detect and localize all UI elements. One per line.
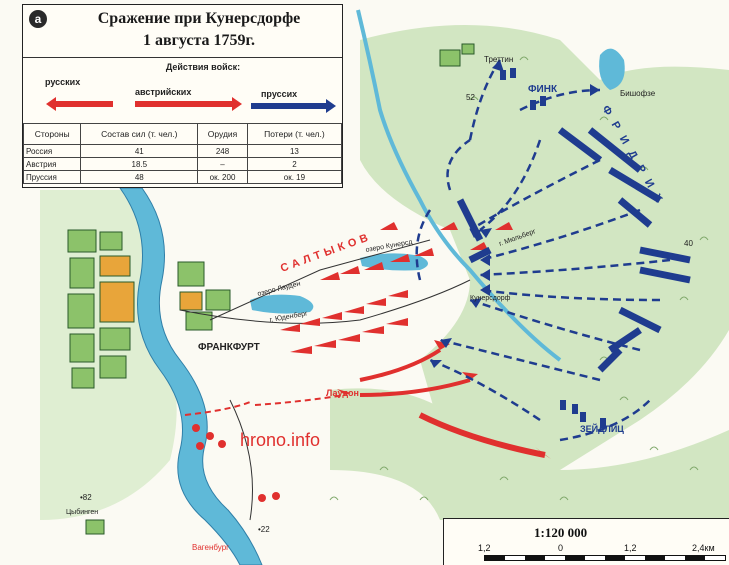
legend-panel: a Сражение при Кунерсдорфе 1 августа 175… [22,4,343,188]
label-zeydlits: ЗЕЙДЛИЦ [580,423,624,434]
frankfurt-town [67,43,475,535]
scale-tick: 1,2 [478,543,491,553]
label-vogelsang: Вагенбург [192,543,229,552]
prussian-arrows [415,59,671,442]
austrian-arrow-icon [135,97,242,111]
prussian-lines [456,127,691,373]
russian-arrows [184,348,546,458]
table-row: Россия 41 248 13 [22,144,343,158]
prussian-label: пруссих [261,89,298,99]
table-cell: ок. 200 [197,170,248,184]
watermark: hrono.info [240,430,320,450]
lake-north [599,48,625,90]
legend-actions: Действия войск: русских австрийских прус… [23,57,342,124]
label-cunow: Цыбинген [66,508,98,516]
col-header: Орудия [197,123,248,145]
label-h22: •22 [258,525,270,534]
swamp-marks [329,56,709,501]
scale-tick: 2,4км [692,543,715,553]
russian-arrow-icon [46,97,113,111]
prussian-units [500,68,606,428]
scale-tick: 1,2 [624,543,637,553]
col-header: Потери (т. чел.) [246,123,343,145]
table-cell: 13 [246,144,343,158]
table-header-row: Стороны Состав сил (т. чел.) Орудия Поте… [22,123,343,145]
scale-ratio: 1:120 000 [534,525,588,540]
actions-title: Действия войск: [165,62,241,72]
austrian-label: австрийских [135,87,192,97]
table-cell: Россия [22,144,82,158]
russian-positions [192,222,513,502]
lake-lauden [250,294,314,314]
table-cell: Пруссия [22,170,82,184]
table-cell: 41 [80,144,199,158]
label-h40: 40 [684,239,693,248]
map-number-badge: a [29,10,47,28]
table-cell: Австрия [22,157,82,171]
label-laudon: Лаудон [326,388,359,398]
table-cell: ок. 19 [246,170,343,184]
col-header: Состав сил (т. чел.) [80,123,199,145]
label-trettin: Треттин [484,55,513,64]
russian-label: русских [45,77,81,87]
scale-tick: 0 [558,543,564,553]
col-header: Стороны [22,123,82,145]
map-title: Сражение при Кунерсдорфе [97,10,301,27]
legend-title-row: a Сражение при Кунерсдорфе 1 августа 175… [23,5,342,58]
tributary [356,9,562,362]
table-row: Пруссия 48 ок. 200 ок. 19 [22,170,343,184]
scale-bar [484,555,726,561]
table-cell: 48 [80,170,199,184]
label-bishofsee: Бишофзе [620,89,656,98]
label-h82: •82 [80,493,92,502]
label-kunersdorf: Кунерсдорф [470,295,511,302]
table-row: Австрия 18.5 – 2 [22,157,343,171]
label-frankfurt: ФРАНКФУРТ [198,342,260,353]
oder-river [119,187,263,565]
label-finck: ФИНК [528,84,558,95]
label-h52: 52 [466,93,475,102]
table-cell: 18.5 [80,157,199,171]
forces-table: Стороны Состав сил (т. чел.) Орудия Поте… [22,123,343,184]
table-cell: 2 [246,157,343,171]
scale-box: 1:120 000 1,2 0 1,2 2,4км [443,518,729,565]
roads [179,239,471,521]
russian-arrowheads [337,340,551,459]
prussian-arrow-icon [251,99,336,113]
table-cell: – [197,157,248,171]
map-subtitle: 1 августа 1759г. [142,32,256,49]
prussian-arrowheads [430,60,600,368]
table-cell: 248 [197,144,248,158]
